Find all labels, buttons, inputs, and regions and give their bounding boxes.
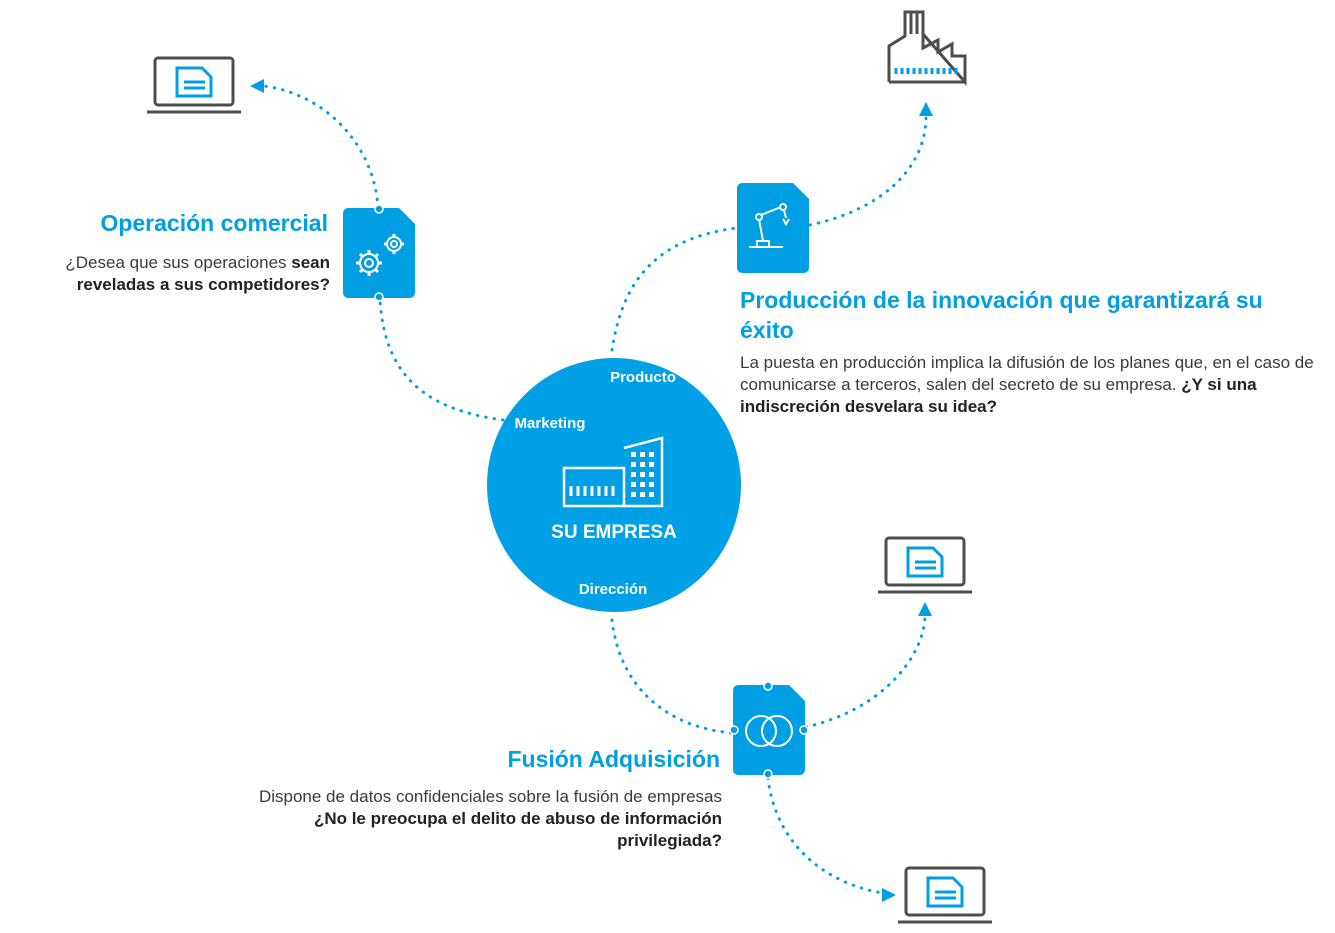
product-label: Producto — [610, 369, 676, 386]
merge-circles-document-icon — [729, 681, 809, 779]
arrow-head-factory — [919, 102, 933, 116]
operacion-question: sean reveladas a sus competidores? — [76, 253, 330, 294]
direction-label: Dirección — [579, 581, 647, 598]
arrow-head-fusion-laptop-top — [918, 602, 932, 616]
factory-icon — [887, 10, 967, 86]
laptop-document-icon — [876, 536, 974, 594]
produccion-question: ¿Y si una indiscreción desvelara su idea… — [740, 375, 1257, 416]
operacion-description: ¿Desea que sus operaciones sean revelada… — [0, 252, 330, 296]
operacion-title: Operación comercial — [100, 210, 328, 236]
produccion-text: La puesta en producción implica la difus… — [740, 353, 1314, 394]
marketing-label: Marketing — [515, 415, 586, 432]
robot-arm-document-icon — [737, 183, 809, 273]
laptop-document-icon — [896, 866, 994, 924]
laptop-document-icon — [145, 56, 243, 114]
buildings-icon — [562, 436, 664, 508]
fusion-text: Dispone de datos confidenciales sobre la… — [258, 787, 722, 806]
operacion-text: ¿Desea que sus operaciones — [65, 253, 292, 272]
arrow-head-operacion — [250, 79, 264, 93]
produccion-title: Producción de la innovación que garantiz… — [740, 287, 1263, 343]
arrow-head-fusion-laptop-bottom — [882, 888, 896, 902]
fusion-description: Dispone de datos confidenciales sobre la… — [250, 786, 722, 852]
fusion-title: Fusión Adquisición — [507, 746, 720, 772]
company-circle: Producto Marketing SU EMPRESA Dirección — [487, 358, 741, 612]
company-label: SU EMPRESA — [551, 522, 677, 543]
fusion-question: ¿No le preocupa el delito de abuso de in… — [313, 809, 722, 850]
produccion-description: La puesta en producción implica la difus… — [740, 352, 1330, 418]
gears-document-icon — [343, 204, 415, 302]
